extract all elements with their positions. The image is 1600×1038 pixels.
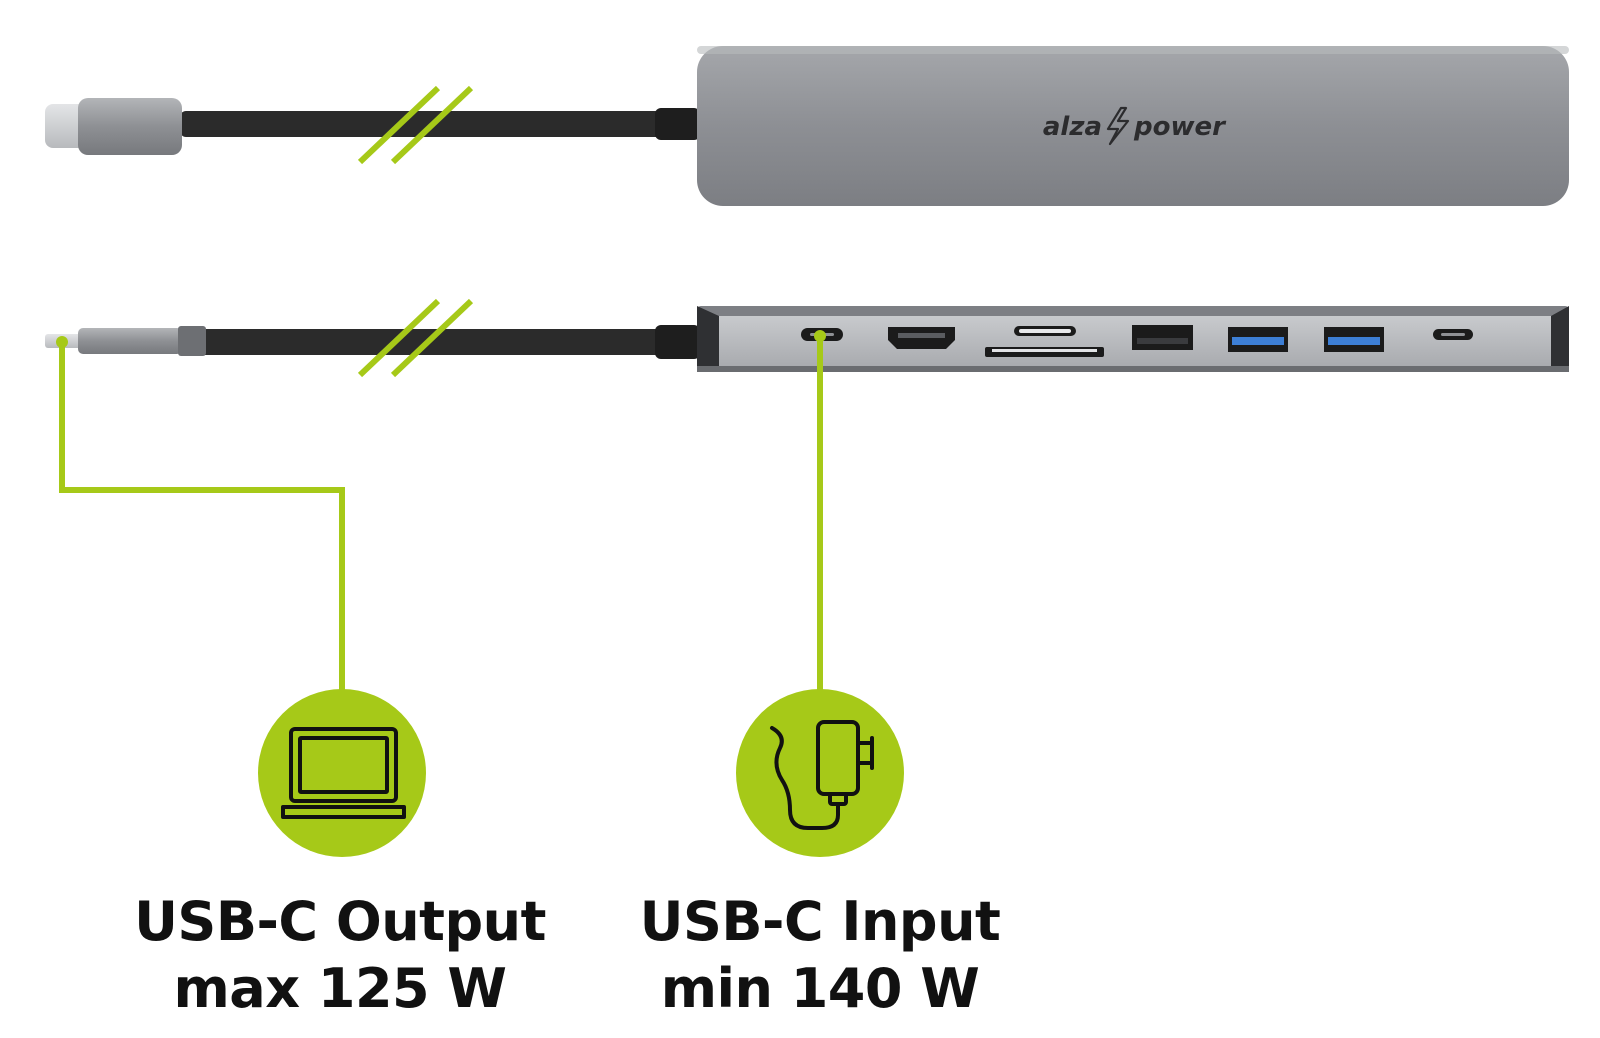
brand-logo: alza power [1043, 106, 1227, 146]
laptop-icon [281, 727, 406, 819]
cable-side [180, 329, 710, 355]
hdmi-port [888, 327, 955, 349]
output-label-line1: USB-C Output [134, 890, 546, 953]
sd-card-slot [985, 326, 1104, 357]
hub-body-top [697, 46, 1569, 206]
usb-c-plug-top [78, 98, 182, 155]
callout-lines [59, 336, 823, 700]
output-label: USB-C Output max 125 W [120, 888, 560, 1022]
cable-break-mark-top [357, 85, 474, 165]
usb-a-port [1132, 325, 1193, 350]
input-label: USB-C Input min 140 W [600, 888, 1040, 1022]
usb-a-3-port [1324, 327, 1384, 352]
power-adapter-icon [770, 720, 874, 830]
output-label-line2: max 125 W [173, 957, 507, 1020]
input-label-line2: min 140 W [660, 957, 980, 1020]
output-callout-badge [258, 689, 426, 857]
cable-top [180, 111, 710, 137]
usb-c-port [1433, 329, 1473, 340]
hub-top-view: alza power [45, 46, 1569, 206]
brand-name-part2: power [1133, 112, 1227, 142]
input-label-line1: USB-C Input [639, 890, 1001, 953]
brand-name-part1: alza [1043, 112, 1102, 142]
usb-c-plug-side [78, 328, 182, 354]
input-callout-badge [736, 689, 904, 857]
cable-break-mark-side [357, 298, 474, 378]
usb-a-3-port [1228, 327, 1288, 352]
usb-c-plug-tip-top [45, 104, 87, 148]
hub-side-view [45, 298, 1569, 378]
lightning-bolt-icon [1106, 106, 1130, 146]
callout-line-output [59, 342, 345, 700]
